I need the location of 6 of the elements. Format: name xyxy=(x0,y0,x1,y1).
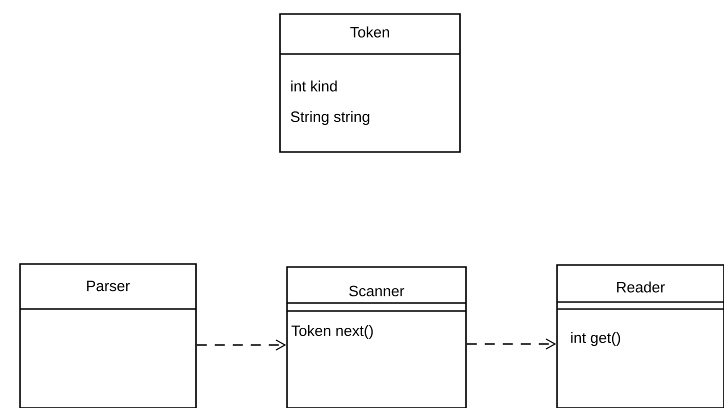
class-box: Token int kind String string xyxy=(279,13,461,153)
class-box: Reader int get() xyxy=(556,264,724,408)
class-box: Scanner Token next() xyxy=(286,266,467,408)
dependency-arrow xyxy=(196,339,286,351)
dependency-arrow xyxy=(466,338,556,350)
class-box: Parser xyxy=(19,263,197,408)
